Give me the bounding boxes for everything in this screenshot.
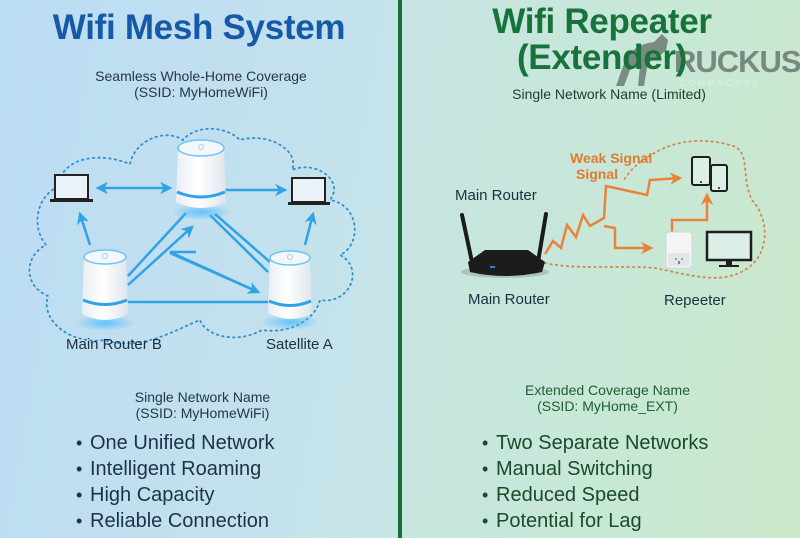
tablet-icon — [710, 164, 728, 192]
repeater-title-line2: (Extender) — [516, 38, 688, 77]
repeater-coverage-cloud — [544, 140, 766, 279]
repeater-feature-list: Two Separate Networks Manual Switching R… — [482, 430, 708, 534]
mesh-coverage-cloud — [28, 127, 356, 345]
repeater-network-name-line2: (SSID: MyHome_EXT) — [537, 398, 678, 414]
mesh-node-left — [75, 249, 135, 331]
mesh-feature-list: One Unified Network Intelligent Roaming … — [76, 430, 275, 534]
mesh-title: Wifi Mesh System — [52, 8, 346, 47]
repeater-label: Repeeter — [664, 292, 726, 309]
mesh-feature-item: High Capacity — [76, 482, 275, 508]
mesh-network-name: Single Network Name (SSID: MyHomeWiFi) — [60, 389, 345, 421]
laptop-icon — [288, 177, 330, 205]
weak-signal-line1: Weak Signal — [570, 150, 653, 166]
mesh-subtitle-line2: (SSID: MyHomeWiFi) — [134, 84, 268, 100]
repeater-device — [665, 231, 693, 269]
repeater-feature-item: Manual Switching — [482, 456, 708, 482]
mesh-subtitle-line1: Seamless Whole-Home Coverage — [95, 68, 307, 84]
main-router-device — [460, 212, 549, 278]
weak-signal-line2: Signal — [576, 166, 619, 182]
mesh-feature-item: Reliable Connection — [76, 508, 275, 534]
ruckus-watermark: RUCKUS COMMSCOPE — [596, 26, 800, 92]
mesh-feature-item: Intelligent Roaming — [76, 456, 275, 482]
tablet-icon — [691, 156, 711, 186]
mesh-feature-item: One Unified Network — [76, 430, 275, 456]
mesh-links — [77, 181, 317, 304]
repeater-feature-item: Two Separate Networks — [482, 430, 708, 456]
panel-divider — [397, 0, 404, 538]
mesh-subtitle: Seamless Whole-Home Coverage (SSID: MyHo… — [0, 68, 402, 100]
main-router-label-bottom: Main Router — [468, 291, 550, 308]
mesh-node-top — [171, 139, 231, 220]
mesh-node-right — [260, 250, 320, 330]
repeater-feature-item: Potential for Lag — [482, 508, 708, 534]
weak-signal-path — [543, 172, 714, 255]
weak-signal-label: Weak Signal Signal — [570, 150, 652, 182]
repeater-network-name-line1: Extended Coverage Name — [525, 382, 690, 398]
satellite-a-label: Satellite A — [266, 336, 333, 353]
repeater-feature-item: Reduced Speed — [482, 482, 708, 508]
monitor-icon — [705, 230, 753, 267]
watermark-sub: COMMSCOPE — [679, 78, 762, 88]
watermark-brand: RUCKUS — [674, 44, 800, 79]
repeater-subtitle: Single Network Name (Limited) — [512, 86, 706, 102]
mesh-network-name-line2: (SSID: MyHomeWiFi) — [135, 405, 270, 421]
ruckus-dog-icon — [616, 34, 668, 86]
main-router-label-top: Main Router — [455, 187, 537, 204]
laptop-icon — [50, 174, 93, 202]
repeater-title-line1: Wifi Repeater — [492, 2, 712, 41]
main-router-b-label: Main Router B — [66, 336, 162, 353]
repeater-title: Wifi Repeater (Extender) — [404, 4, 800, 76]
mesh-network-name-line1: Single Network Name — [134, 389, 271, 405]
repeater-network-name: Extended Coverage Name (SSID: MyHome_EXT… — [465, 382, 750, 414]
